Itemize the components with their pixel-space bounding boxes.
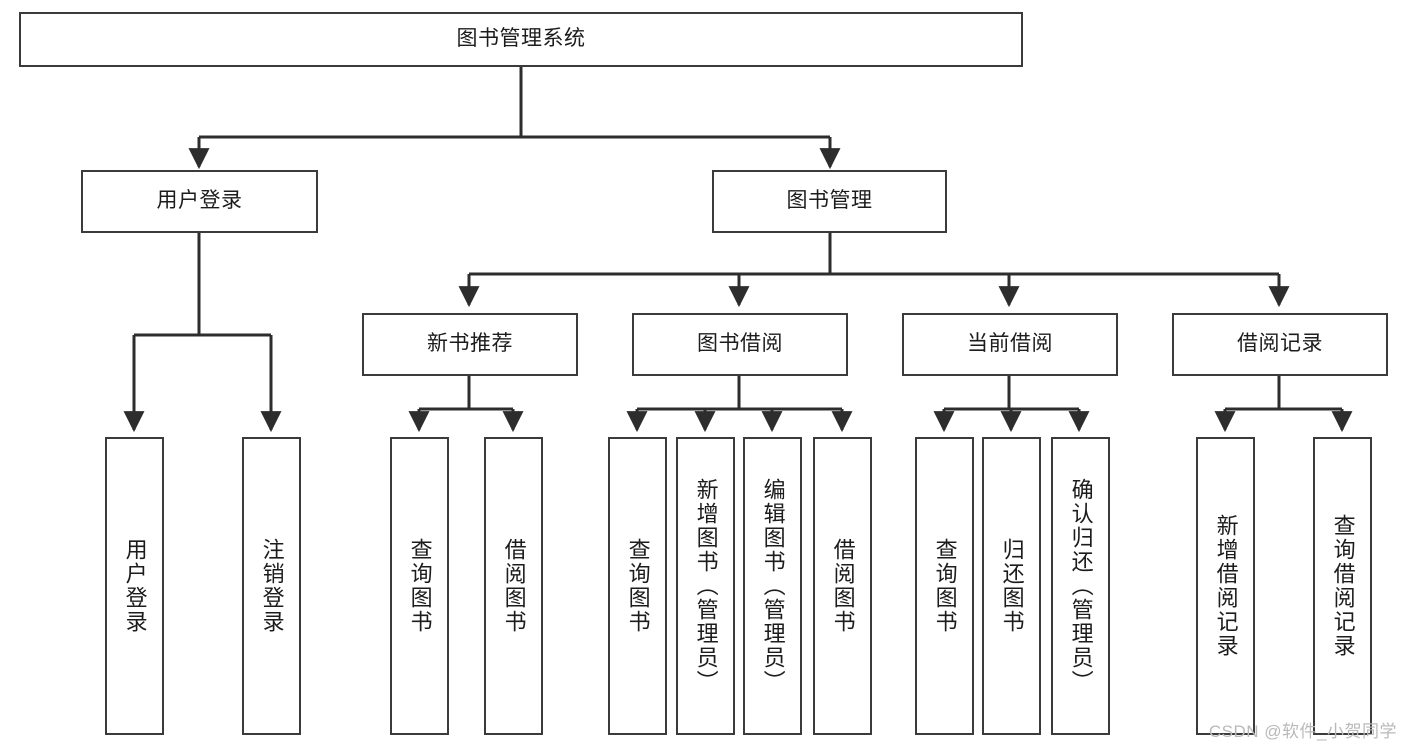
node-leaf-user-login[interactable]: 用户登录 (105, 437, 164, 735)
node-leaf-bb-add[interactable]: 新增图书（管理员） (676, 437, 735, 735)
node-leaf-user-logout-label: 注销登录 (259, 538, 285, 634)
node-leaf-nbr-borrow-label: 借阅图书 (501, 538, 527, 634)
node-borrow-record[interactable]: 借阅记录 (1172, 313, 1388, 376)
node-leaf-bb-query[interactable]: 查询图书 (608, 437, 667, 735)
node-leaf-bb-edit[interactable]: 编辑图书（管理员） (743, 437, 802, 735)
node-leaf-nbr-borrow[interactable]: 借阅图书 (484, 437, 543, 735)
node-root-label: 图书管理系统 (456, 27, 586, 51)
node-book-manage-label: 图书管理 (786, 189, 873, 213)
node-leaf-bb-query-label: 查询图书 (625, 538, 651, 634)
node-leaf-br-query-label: 查询借阅记录 (1330, 514, 1356, 658)
node-leaf-nbr-query-label: 查询图书 (407, 538, 433, 634)
node-user-login[interactable]: 用户登录 (81, 170, 318, 233)
node-borrow-record-label: 借阅记录 (1237, 332, 1323, 356)
node-leaf-cb-query[interactable]: 查询图书 (915, 437, 974, 735)
node-leaf-bb-borrow-label: 借阅图书 (830, 538, 856, 634)
node-book-borrow-label: 图书借阅 (697, 332, 783, 356)
node-leaf-br-add[interactable]: 新增借阅记录 (1196, 437, 1255, 735)
node-leaf-cb-return-label: 归还图书 (999, 538, 1025, 634)
node-leaf-bb-edit-label: 编辑图书（管理员） (760, 478, 786, 694)
node-leaf-nbr-query[interactable]: 查询图书 (390, 437, 449, 735)
node-leaf-cb-query-label: 查询图书 (932, 538, 958, 634)
node-book-borrow[interactable]: 图书借阅 (632, 313, 848, 376)
node-root[interactable]: 图书管理系统 (19, 12, 1023, 67)
node-leaf-user-login-label: 用户登录 (122, 538, 148, 634)
node-user-login-label: 用户登录 (156, 189, 243, 213)
node-new-book-rec[interactable]: 新书推荐 (362, 313, 578, 376)
node-book-manage[interactable]: 图书管理 (712, 170, 947, 233)
node-current-borrow-label: 当前借阅 (967, 332, 1053, 356)
node-leaf-br-add-label: 新增借阅记录 (1213, 514, 1239, 658)
node-leaf-cb-confirm-label: 确认归还（管理员） (1068, 478, 1094, 694)
node-new-book-rec-label: 新书推荐 (427, 332, 513, 356)
node-current-borrow[interactable]: 当前借阅 (902, 313, 1118, 376)
node-leaf-cb-return[interactable]: 归还图书 (982, 437, 1041, 735)
node-leaf-cb-confirm[interactable]: 确认归还（管理员） (1051, 437, 1110, 735)
node-leaf-user-logout[interactable]: 注销登录 (242, 437, 301, 735)
node-leaf-br-query[interactable]: 查询借阅记录 (1313, 437, 1372, 735)
node-leaf-bb-add-label: 新增图书（管理员） (693, 478, 719, 694)
node-leaf-bb-borrow[interactable]: 借阅图书 (813, 437, 872, 735)
